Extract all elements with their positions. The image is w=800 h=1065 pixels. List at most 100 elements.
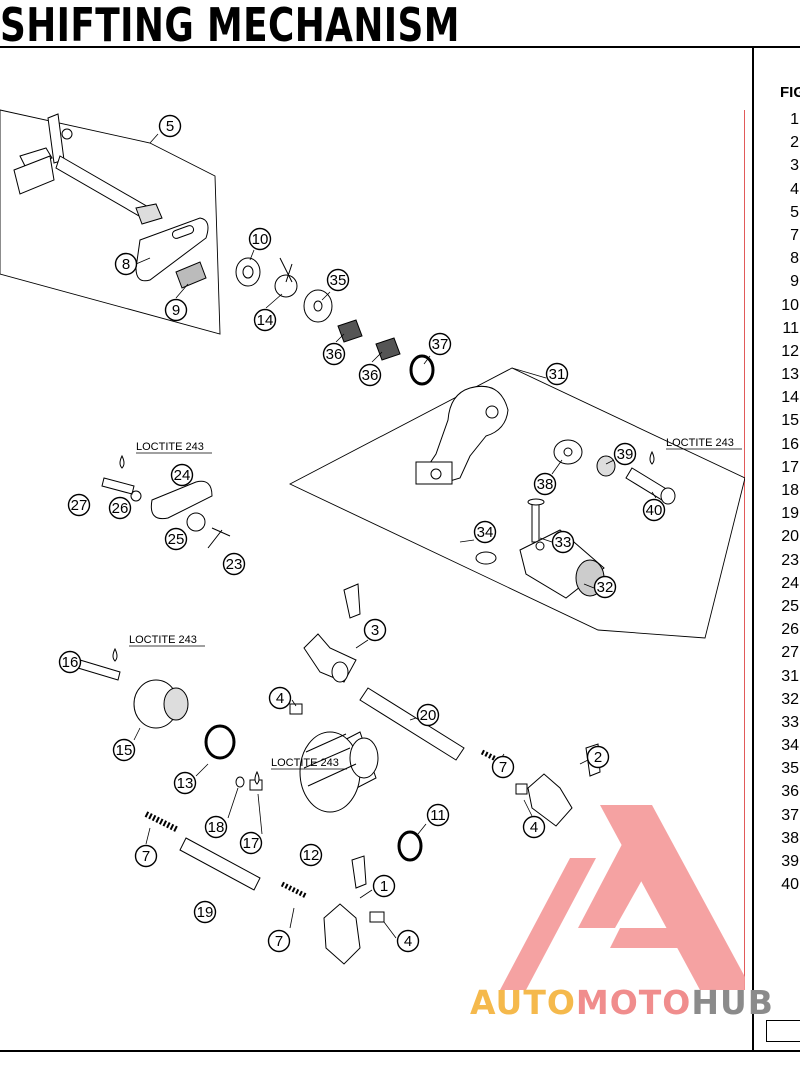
loctite-tag: LOCTITE 243 — [119, 441, 212, 469]
callout-circle — [170, 463, 194, 487]
watermark-part-1: AUTO — [470, 983, 576, 1022]
callout-number: 31 — [549, 366, 566, 383]
loctite-label: LOCTITE 243 — [271, 757, 339, 769]
callout-number: 19 — [197, 904, 214, 921]
bolt-27 — [101, 477, 135, 495]
bolt-40 — [625, 467, 676, 505]
callout-circle — [173, 771, 197, 795]
logo-watermark-triangle — [500, 805, 745, 990]
bushing-39 — [596, 455, 616, 477]
callout-number: 18 — [208, 819, 225, 836]
pin-4-right — [515, 783, 528, 795]
part-callout: 8 — [114, 252, 138, 276]
legend-number-text: 14 — [781, 389, 799, 407]
callout-circle — [416, 703, 440, 727]
callout-number: 17 — [243, 835, 260, 852]
part-callout: 19 — [193, 900, 217, 924]
loctite-label: LOCTITE 243 — [136, 441, 204, 453]
callout-circle — [114, 252, 138, 276]
spring-7-bottom — [280, 881, 308, 899]
legend-number: 24 — [760, 572, 800, 595]
part-callout: 2 — [586, 745, 610, 769]
rod-20 — [359, 687, 465, 761]
callout-number: 3 — [371, 622, 379, 639]
callout-number: 15 — [116, 742, 133, 759]
legend-number: 20 — [760, 525, 800, 548]
legend-number: 36 — [760, 780, 800, 803]
callout-number: 1 — [380, 878, 388, 895]
callout-number: 4 — [276, 690, 284, 707]
legend-number: 18 — [760, 479, 800, 502]
callout-number: 16 — [62, 654, 79, 671]
spring-23 — [207, 527, 231, 549]
part-callout: 7 — [134, 844, 158, 868]
vertical-rule — [752, 46, 754, 1052]
callout-number: 7 — [142, 848, 150, 865]
bearings-36 — [337, 319, 401, 361]
callout-number: 32 — [597, 579, 614, 596]
fork-3 — [303, 583, 361, 683]
callout-circle — [593, 575, 617, 599]
callout-circle — [545, 362, 569, 386]
bushing-10 — [235, 257, 261, 287]
legend-number-text: 3 — [790, 157, 799, 175]
legend-number-text: 4 — [790, 180, 799, 198]
callout-circle — [551, 530, 575, 554]
legend-number: 35 — [760, 757, 800, 780]
legend-number-text: 17 — [781, 458, 799, 476]
legend-number: 23 — [760, 549, 800, 572]
washer-38 — [553, 439, 583, 465]
legend-number: 34 — [760, 734, 800, 757]
loctite-tag: LOCTITE 243 — [254, 757, 347, 785]
callout-circle — [253, 308, 277, 332]
legend-number-text: 39 — [781, 853, 799, 870]
legend-number-text: 20 — [781, 528, 799, 546]
callout-circle — [108, 496, 132, 520]
part-callout: 34 — [473, 520, 497, 544]
callout-circle — [193, 900, 217, 924]
loctite-drop-icon — [112, 647, 118, 662]
washer-26 — [130, 490, 142, 502]
part-callout: 9 — [164, 298, 188, 322]
part-callout: 37 — [428, 332, 452, 356]
legend-number-text: 34 — [781, 737, 799, 755]
legend-number: 19 — [760, 502, 800, 525]
page-title: SHIFTING MECHANISM — [0, 0, 460, 52]
legend-number-text: 16 — [781, 435, 799, 453]
part-callout: 27 — [67, 493, 91, 517]
part-callout: 14 — [253, 308, 277, 332]
part-callout: 4 — [522, 815, 546, 839]
legend-number-text: 23 — [781, 551, 799, 569]
seal-37 — [409, 354, 435, 386]
callout-number: 7 — [499, 759, 507, 776]
callout-number: 20 — [420, 707, 437, 724]
legend-number-text: 35 — [781, 760, 799, 778]
part-callout: 11 — [426, 803, 450, 827]
legend-number-text: 8 — [790, 250, 799, 268]
pin-4-bottom — [369, 911, 385, 923]
callout-circle — [491, 755, 515, 779]
callout-circle — [613, 442, 637, 466]
legend-number-text: 38 — [781, 829, 799, 847]
legend-number-text: 24 — [781, 574, 799, 592]
callout-circle — [158, 114, 182, 138]
watermark-part-2: MOTO — [575, 983, 692, 1022]
washer-18 — [235, 776, 245, 788]
loctite-drop-icon — [649, 450, 655, 465]
part-callout: 4 — [268, 686, 292, 710]
callout-number: 26 — [112, 500, 129, 517]
callout-circle — [248, 227, 272, 251]
legend-number-text: 7 — [790, 226, 799, 244]
part-callout: 35 — [326, 268, 350, 292]
legend-number-text: 9 — [790, 273, 799, 291]
rod-19 — [179, 837, 261, 891]
legend-number-text: 31 — [781, 667, 799, 685]
callout-circle — [358, 363, 382, 387]
legend-number-text: 32 — [781, 690, 799, 708]
legend-number: 25 — [760, 595, 800, 618]
legend-number-text: 10 — [781, 296, 799, 314]
top-rule — [0, 46, 800, 48]
part-callout: 5 — [158, 114, 182, 138]
callout-circle — [134, 844, 158, 868]
part-callout: 26 — [108, 496, 132, 520]
